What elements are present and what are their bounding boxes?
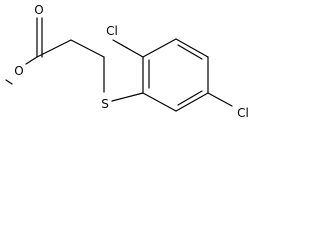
- bond-ring-cl-meta: [207, 92, 233, 107]
- chlorine-meta-label: Cl: [237, 106, 249, 120]
- ring-inner-double-2: [177, 44, 203, 60]
- chlorine-ortho-label: Cl: [106, 24, 118, 38]
- chemical-structure: O O S Cl Cl: [5, 3, 249, 120]
- ring-bond-c2-c3: [142, 38, 177, 58]
- ring-bond-c5-c6: [175, 92, 209, 112]
- sulfur-label: S: [101, 97, 109, 111]
- ring-inner-double-3: [177, 90, 203, 106]
- ring-bond-c6-c1: [142, 92, 177, 112]
- bond-ch2-ch2: [70, 39, 105, 58]
- bond-ester-o-carbonyl-c: [25, 56, 38, 65]
- bond-s-ring: [111, 92, 144, 102]
- bond-methyl-ester-o: [5, 79, 13, 85]
- ester-oxygen-label: O: [14, 64, 23, 78]
- bond-ring-cl-ortho: [112, 39, 144, 58]
- ring-bond-c3-c4: [175, 38, 209, 58]
- bond-carbonyl-c-ch2: [36, 39, 72, 58]
- carbonyl-oxygen-label: O: [34, 3, 43, 17]
